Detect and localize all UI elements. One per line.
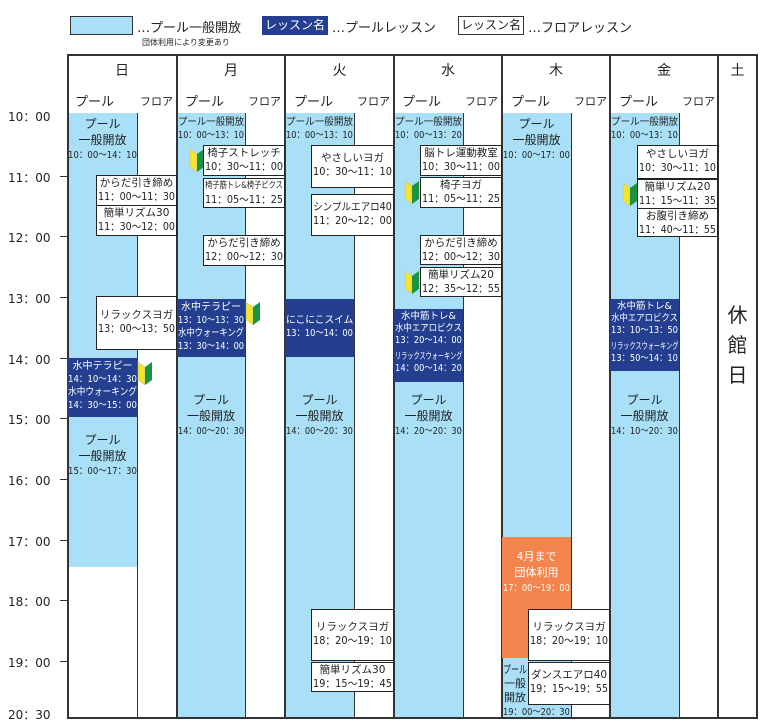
legend-floor-lesson-label: …フロアレッスン — [528, 21, 633, 36]
legend-pool-lesson-swatch: レッスン名 — [262, 16, 328, 35]
time-label: 16：00 — [8, 474, 51, 488]
time-label: 20：30 — [8, 708, 51, 722]
beginner-mark-icon — [622, 181, 638, 207]
time-label: 14：00 — [8, 353, 51, 367]
col-pool-wed: プール — [402, 95, 442, 110]
time-label: 12：00 — [8, 231, 51, 245]
legend-pool-lesson-label: …プールレッスン — [332, 21, 437, 36]
beginner-mark-icon — [245, 300, 261, 326]
time-label: 10：00 — [8, 110, 51, 124]
pool-open-thu-2: プール一般開放 — [503, 663, 527, 704]
col-floor-tue: フロア — [357, 95, 390, 108]
legend-pool-open-swatch — [70, 16, 133, 35]
beginner-mark-icon — [404, 269, 420, 295]
day-tue: 火 — [332, 63, 347, 79]
col-pool-mon: プール — [185, 95, 225, 110]
day-mon: 月 — [224, 63, 238, 79]
col-pool-fri: プール — [619, 95, 659, 110]
beginner-mark-icon — [137, 360, 153, 386]
day-fri: 金 — [657, 63, 671, 79]
time-label: 18：00 — [8, 595, 51, 609]
time-label: 15：00 — [8, 413, 51, 427]
legend-floor-lesson-swatch: レッスン名 — [458, 16, 524, 35]
col-floor-wed: フロア — [465, 95, 498, 108]
day-sun: 日 — [115, 63, 129, 79]
col-pool-thu: プール — [511, 95, 551, 110]
day-sat: 土 — [730, 63, 745, 79]
pool-open-area-wed — [394, 113, 463, 718]
time-label: 17：00 — [8, 535, 51, 549]
col-floor-sun: フロア — [140, 95, 173, 108]
pool-open-area-mon — [177, 113, 245, 718]
col-pool-sun: プール — [75, 95, 115, 110]
time-label: 19：00 — [8, 656, 51, 670]
day-thu: 木 — [549, 63, 563, 79]
pool-open-thu-2-time: 19：00～20：30 — [503, 707, 570, 718]
time-label: 11：00 — [8, 171, 51, 185]
beginner-mark-icon — [404, 179, 420, 205]
day-wed: 水 — [441, 63, 455, 79]
legend-pool-open-note: 団体利用により変更あり — [142, 38, 230, 47]
closed-day-label: 休館日 — [727, 303, 748, 387]
legend-pool-open-label: …プール一般開放 — [137, 21, 242, 36]
col-floor-thu: フロア — [574, 95, 607, 108]
col-pool-tue: プール — [294, 95, 334, 110]
col-floor-mon: フロア — [248, 95, 281, 108]
time-label: 13：00 — [8, 292, 51, 306]
col-floor-fri: フロア — [682, 95, 715, 108]
